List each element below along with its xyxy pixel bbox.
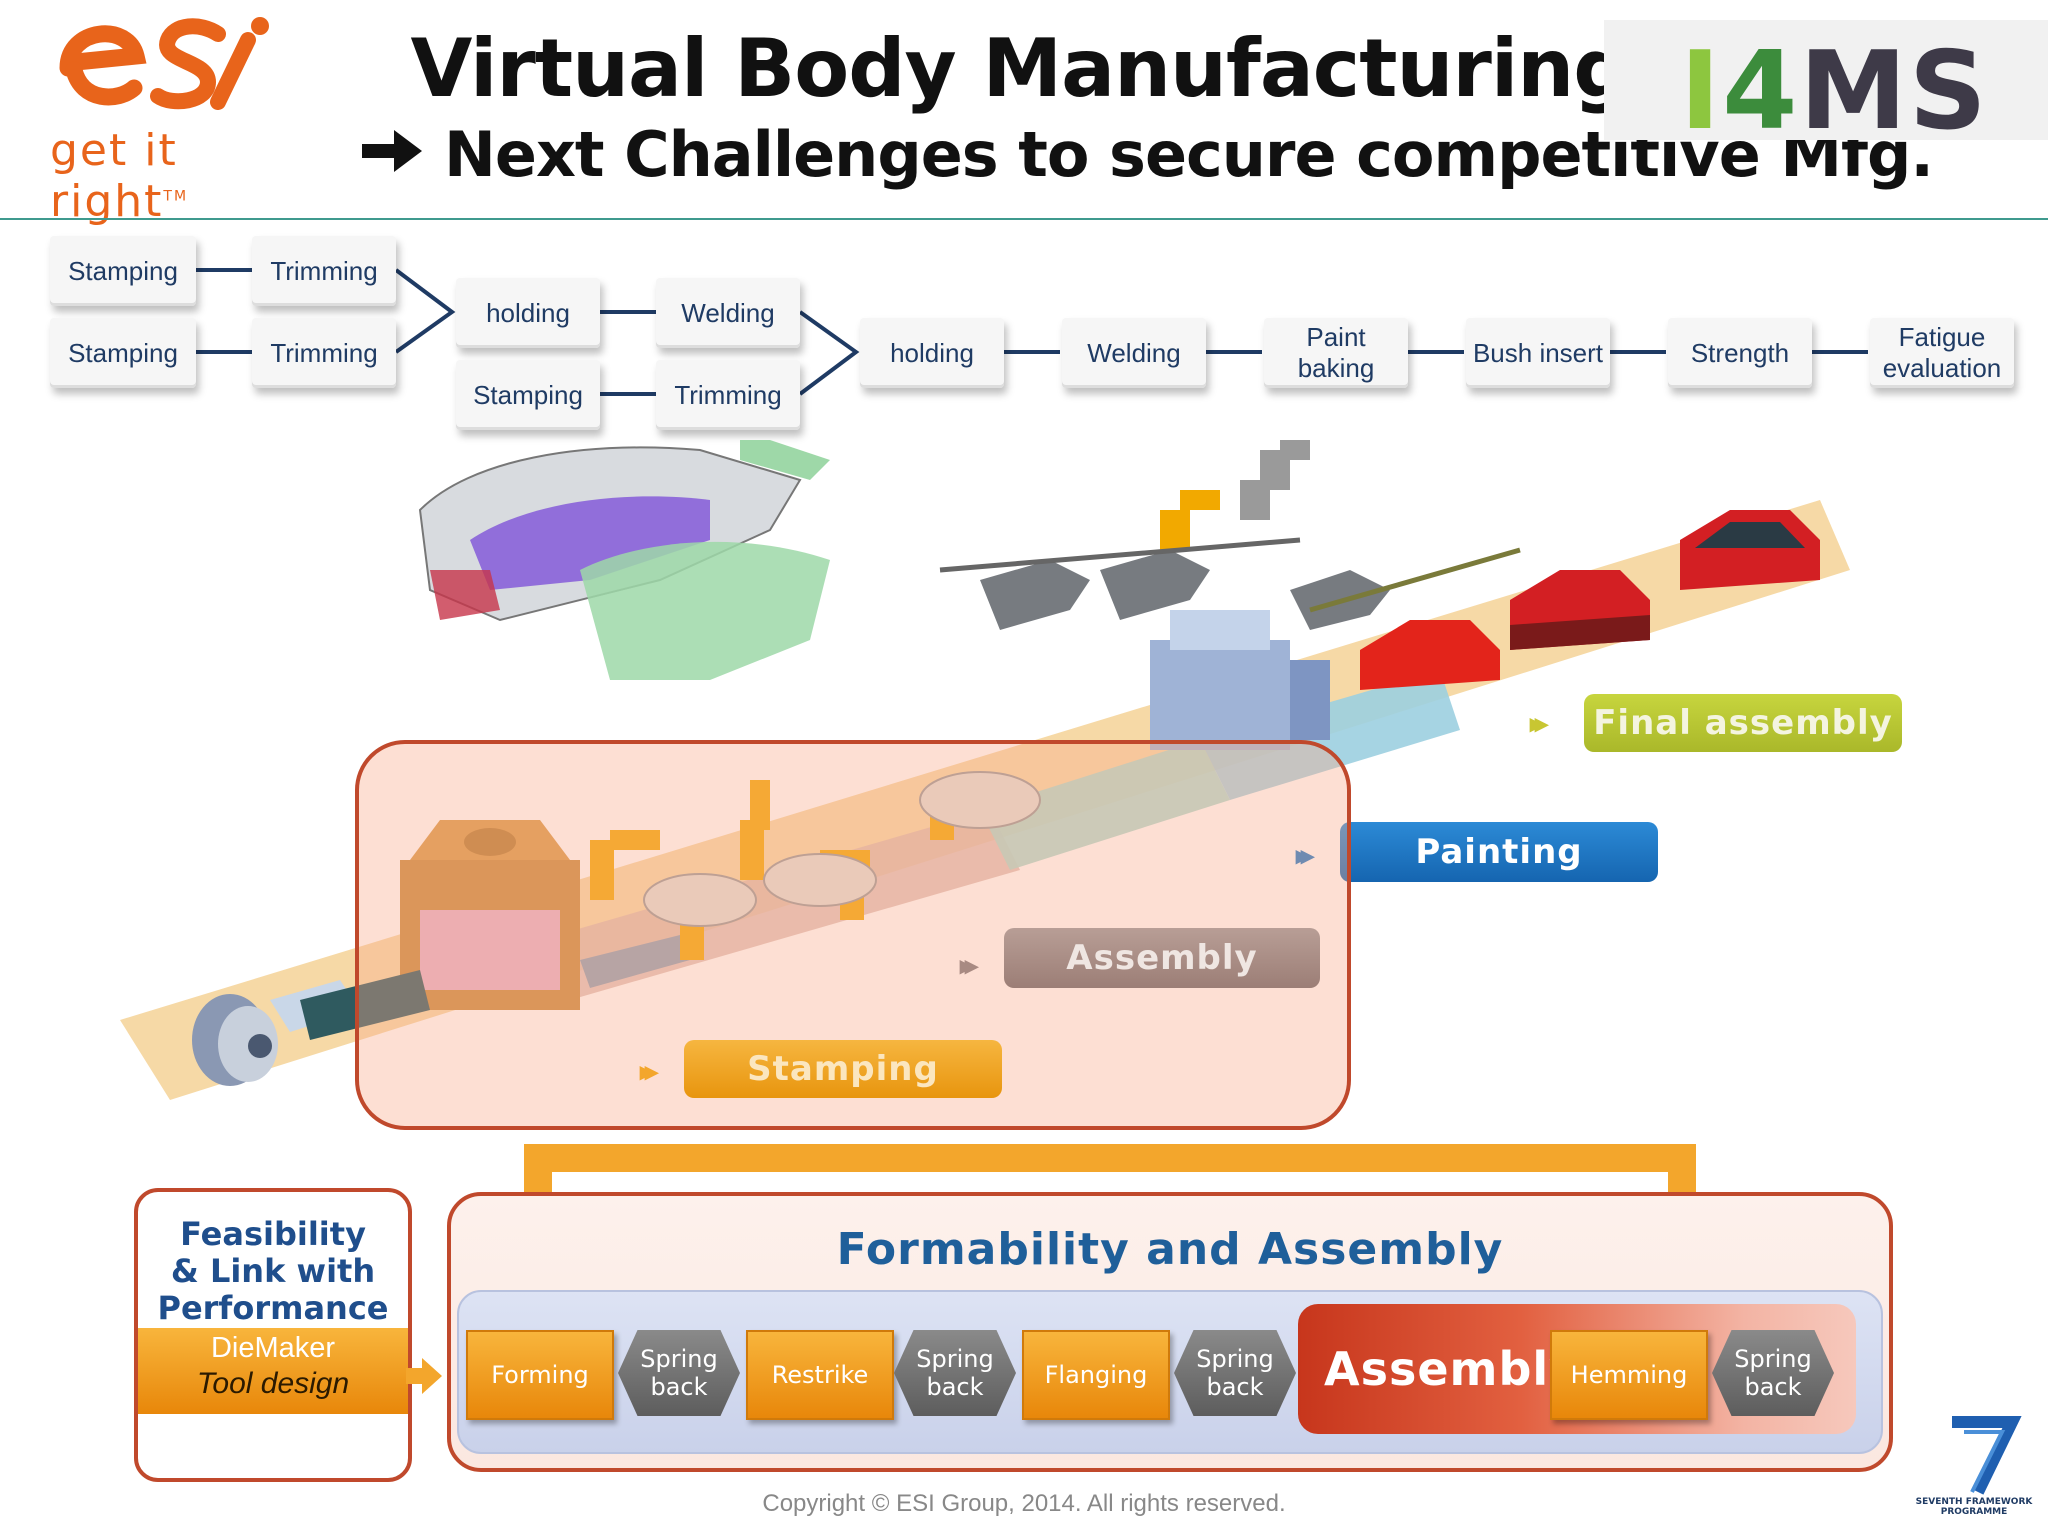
- step-hemming: Hemming: [1550, 1330, 1708, 1420]
- stage-painting: Painting: [1340, 822, 1658, 882]
- process-step-bush-insert: Bush insert: [1466, 318, 1610, 388]
- header-divider: [0, 218, 2048, 220]
- fp7-line2: PROGRAMME: [1941, 1507, 2008, 1516]
- stage-final-assembly: Final assembly: [1584, 694, 1902, 752]
- step-spring-back-4: Spring back: [1712, 1330, 1834, 1416]
- process-step-strength: Strength: [1668, 318, 1812, 388]
- right-arrow-icon: [360, 118, 424, 191]
- stage-stamping: Stamping: [684, 1040, 1002, 1098]
- fp7-line1: SEVENTH FRAMEWORK: [1916, 1497, 2034, 1507]
- esi-logo: get it rightTM: [48, 10, 298, 227]
- process-step-paint-baking: Paint baking: [1264, 318, 1408, 388]
- final-assembly-chevron-icon: ▸▸: [1530, 708, 1548, 738]
- esi-logo-icon: [59, 17, 269, 110]
- step-spring-back-2: Spring back: [894, 1330, 1016, 1416]
- process-step-trimming-3: Trimming: [656, 360, 800, 430]
- esi-tagline-tm: TM: [163, 188, 189, 205]
- process-step-holding-1: holding: [456, 278, 600, 348]
- diemaker-label: DieMaker: [210, 1332, 336, 1364]
- process-step-fatigue-evaluation: Fatigue evaluation: [1870, 318, 2014, 388]
- step-forming: Forming: [466, 1330, 614, 1420]
- step-restrike: Restrike: [746, 1330, 894, 1420]
- step-spring-back-3: Spring back: [1174, 1330, 1296, 1416]
- process-connectors: [196, 268, 1868, 396]
- process-step-stamping-1: Stamping: [50, 236, 196, 306]
- step-flanging: Flanging: [1022, 1330, 1170, 1420]
- process-step-trimming-2: Trimming: [252, 318, 396, 388]
- feasibility-title: Feasibility & Link with Performance: [157, 1215, 389, 1327]
- process-step-stamping-3: Stamping: [456, 360, 600, 430]
- factory-line-illustration: [120, 440, 1850, 1100]
- process-step-stamping-2: Stamping: [50, 318, 196, 388]
- stage-assembly: Assembly: [1004, 928, 1320, 988]
- assembly-zone-label: Assembly: [1324, 1342, 1581, 1396]
- i4ms-logo: I4MS: [1680, 29, 1989, 154]
- process-step-welding-1: Welding: [656, 278, 800, 348]
- process-step-holding-2: holding: [860, 318, 1004, 388]
- process-step-welding-2: Welding: [1062, 318, 1206, 388]
- formability-title: Formability and Assembly: [836, 1224, 1504, 1275]
- copyright: Copyright © ESI Group, 2014. All rights …: [762, 1490, 1286, 1517]
- process-step-trimming-1: Trimming: [252, 236, 396, 306]
- diemaker-band: DieMaker Tool design: [138, 1328, 408, 1414]
- assembly-chevron-icon: ▸▸: [960, 950, 978, 980]
- fp7-logo: SEVENTH FRAMEWORK PROGRAMME: [1916, 1416, 2034, 1516]
- step-spring-back-1: Spring back: [618, 1330, 740, 1416]
- stamping-chevron-icon: ▸▸: [640, 1056, 658, 1086]
- feasibility-panel: Feasibility & Link with Performance DieM…: [134, 1188, 412, 1482]
- partner-logo-bg: [1604, 20, 2048, 140]
- tool-design-label: Tool design: [196, 1367, 350, 1400]
- page-title: Virtual Body Manufacturing: [410, 22, 1630, 115]
- right-arrow-icon: [406, 1358, 442, 1394]
